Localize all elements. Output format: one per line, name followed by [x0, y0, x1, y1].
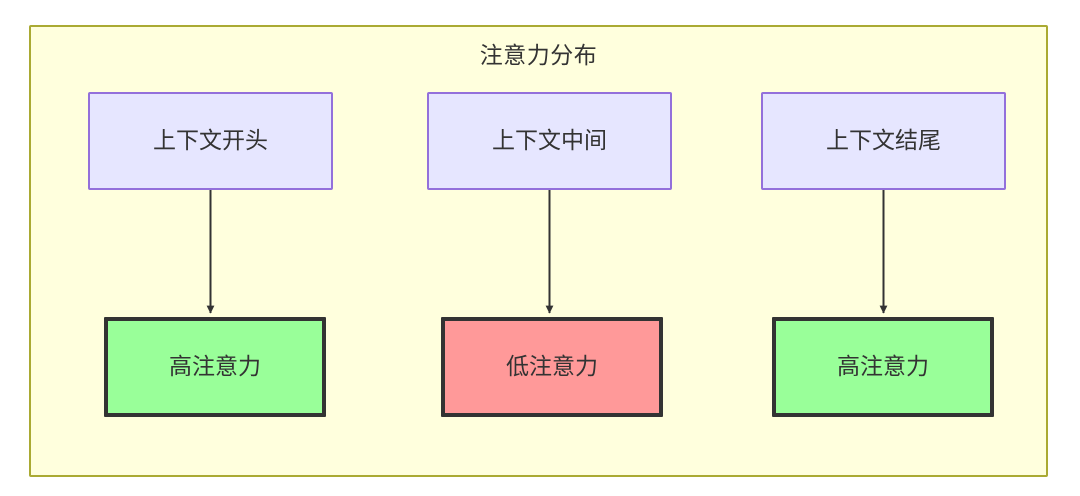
node-label: 高注意力: [169, 353, 261, 380]
node-label: 上下文中间: [492, 127, 607, 154]
node-attention-start[interactable]: 高注意力: [104, 317, 326, 417]
node-attention-end[interactable]: 高注意力: [772, 317, 994, 417]
node-label: 上下文结尾: [826, 127, 941, 154]
node-label: 高注意力: [837, 353, 929, 380]
node-label: 上下文开头: [153, 127, 268, 154]
node-attention-middle[interactable]: 低注意力: [441, 317, 663, 417]
diagram-title: 注意力分布: [479, 42, 598, 68]
node-context-start[interactable]: 上下文开头: [88, 92, 333, 190]
node-context-end[interactable]: 上下文结尾: [761, 92, 1006, 190]
node-context-middle[interactable]: 上下文中间: [427, 92, 672, 190]
node-label: 低注意力: [506, 353, 598, 380]
